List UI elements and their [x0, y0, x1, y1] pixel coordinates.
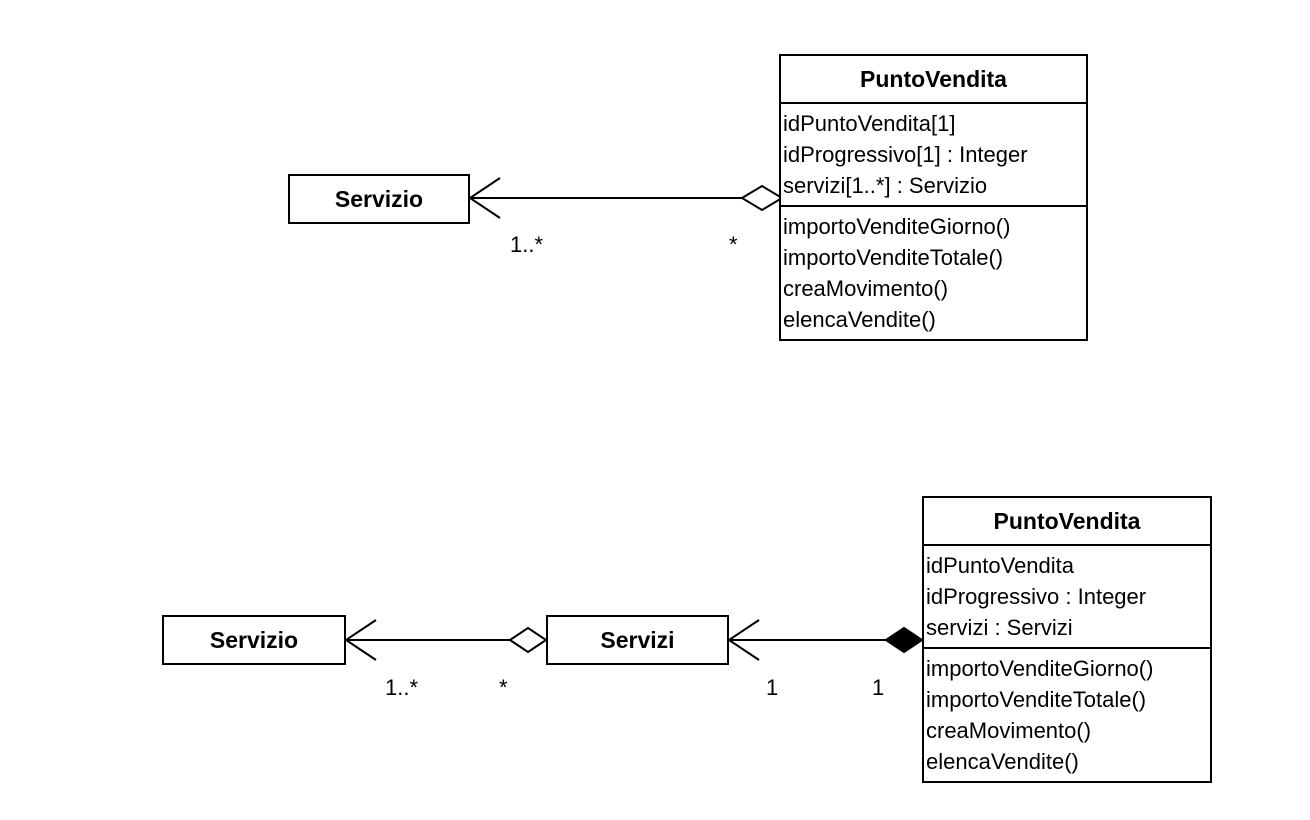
attribute: servizi[1..*] : Servizio [783, 173, 988, 198]
attribute: servizi : Servizi [926, 615, 1073, 640]
class-servizi[interactable]: Servizi [546, 615, 729, 665]
navigable-arrowhead-top [468, 177, 501, 219]
operations-compartment: importoVenditeGiorno() importoVenditeTot… [924, 647, 1210, 781]
class-name: PuntoVendita [924, 498, 1210, 546]
multiplicity-label: 1 [766, 675, 779, 700]
attribute: idProgressivo[1] : Integer [783, 142, 1028, 167]
class-servizio-bottom[interactable]: Servizio [162, 615, 346, 665]
class-name: Servizio [209, 626, 299, 653]
navigable-arrowhead-servizio [344, 619, 377, 661]
class-name: Servizio [334, 185, 424, 212]
operation: creaMovimento() [783, 276, 949, 301]
attributes-compartment: idPuntoVendita[1] idProgressivo[1] : Int… [781, 104, 1086, 205]
class-puntovendita-top[interactable]: PuntoVendita idPuntoVendita[1] idProgres… [779, 54, 1088, 341]
aggregation-diamond-servizi [508, 626, 548, 654]
attribute: idPuntoVendita [926, 553, 1075, 578]
multiplicity-label: * [729, 232, 738, 257]
attribute: idPuntoVendita[1] [783, 111, 956, 136]
multiplicity-label: 1 [872, 675, 885, 700]
multiplicity-label: * [499, 675, 508, 700]
attribute: idProgressivo : Integer [926, 584, 1147, 609]
class-servizio-top[interactable]: Servizio [288, 174, 470, 224]
operations-compartment: importoVenditeGiorno() importoVenditeTot… [781, 205, 1086, 339]
composition-diamond-puntovendita [884, 626, 924, 654]
operation: importoVenditeGiorno() [783, 214, 1011, 239]
class-name: PuntoVendita [781, 56, 1086, 104]
operation: elencaVendite() [783, 307, 936, 332]
multiplicity-label: 1..* [510, 232, 544, 257]
attributes-compartment: idPuntoVendita idProgressivo : Integer s… [924, 546, 1210, 647]
operation: importoVenditeGiorno() [926, 656, 1154, 681]
class-name: Servizi [600, 626, 675, 653]
operation: elencaVendite() [926, 749, 1079, 774]
operation: creaMovimento() [926, 718, 1092, 743]
navigable-arrowhead-servizi [727, 619, 760, 661]
aggregation-diamond-top [740, 184, 784, 212]
multiplicity-label: 1..* [385, 675, 419, 700]
operation: importoVenditeTotale() [783, 245, 1004, 270]
operation: importoVenditeTotale() [926, 687, 1147, 712]
class-puntovendita-bottom[interactable]: PuntoVendita idPuntoVendita idProgressiv… [922, 496, 1212, 783]
